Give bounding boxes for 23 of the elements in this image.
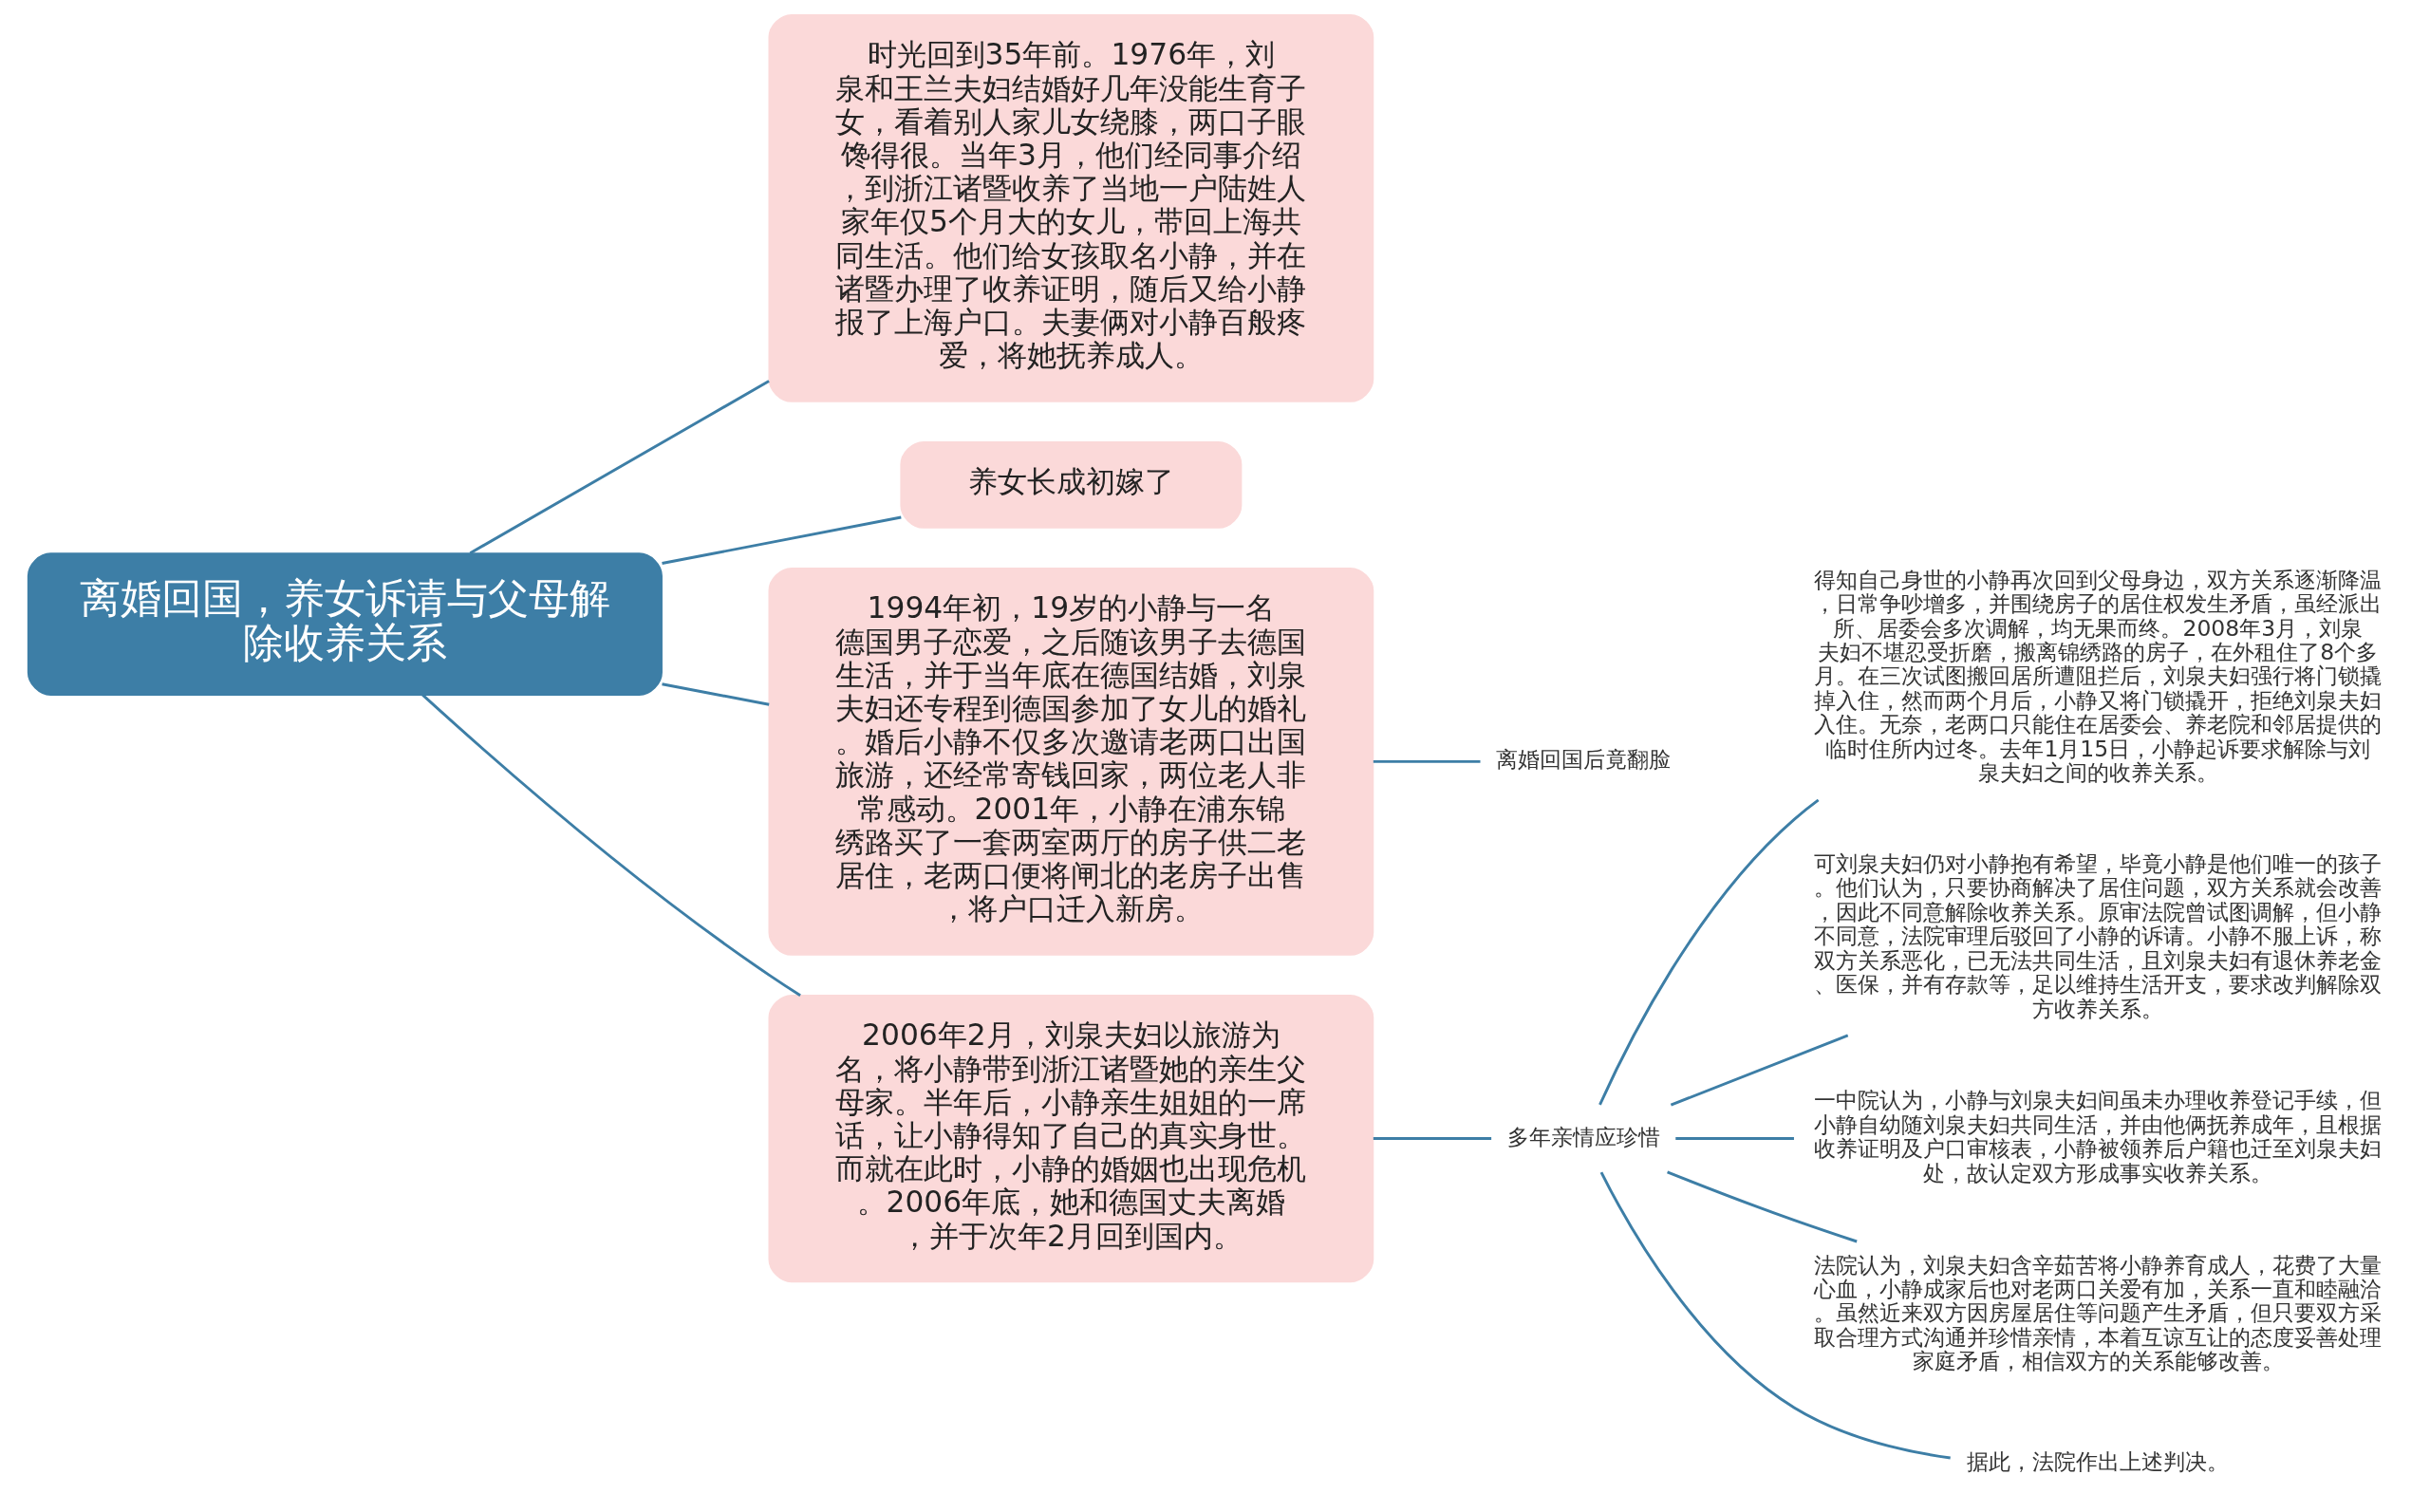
connector xyxy=(1373,759,1481,763)
connector xyxy=(1598,798,1820,1106)
connector xyxy=(1675,1137,1794,1140)
connector xyxy=(662,515,902,565)
node-text: 法院认为，刘泉夫妇含辛茹苦将小静养育成人，花费了大量心血，小静成家后也对老两口关爱有加，关系一直和睦融洽。虽然近来双方因房屋居住等问题产生矛盾，但只要双方采取合理方式沟通并珍惜亲情，本着互谅互让的态度妥善处理家庭矛盾，相信双方的关系能够改善。 xyxy=(1814,1251,2383,1375)
node-box: 养女长成初嫁了 xyxy=(900,440,1243,529)
connector xyxy=(421,694,801,997)
node-text: 得知自己身世的小静再次回到父母身边，双方关系逐渐降温，日常争吵增多，并围绕房子的居住权发生矛盾，虽经派出所、居委会多次调解，均无果而终。2008年3月，刘泉夫妇不堪忍受折磨，搬离锦绣路的房子，在外租住了8个多月。在三次试图搬回居所遭阻拦后，刘泉夫妇强行将门锁撬掉入住，然而两个月后，小静又将门锁撬开，拒绝刘泉夫妇入住。无奈，老两口只能住在居委会、养老院和邻居提供的临时住所内过冬。去年1月15日，小静起诉要求解除与刘泉夫妇之间的收养关系。 xyxy=(1814,566,2383,787)
node-box: 时光回到35年前。1976年，刘泉和王兰夫妇结婚好几年没能生育子女，看着别人家儿女绕膝，两口子眼馋得很。当年3月，他们经同事介绍，到浙江诸暨收养了当地一户陆姓人家年仅5个月大的女儿，带回上海共同生活。他们给女孩取名小静，并在诸暨办理了收养证明，随后又给小静报了上海户口。夫妻俩对小静百般疼爱，将她抚养成人。 xyxy=(768,13,1374,402)
connector xyxy=(1599,1171,1951,1460)
connector xyxy=(662,682,770,706)
node-text: 多年亲情应珍惜 xyxy=(1506,1123,1660,1150)
node-box: 1994年初，19岁的小静与一名德国男子恋爱，之后随该男子去德国生活，并于当年底在德国结婚，刘泉夫妇还专程到德国参加了女儿的婚礼。婚后小静不仅多次邀请老两口出国旅游，还经常寄钱回家，两位老人非常感动。2001年，小静在浦东锦绣路买了一套两室两厅的房子供二老居住，老两口便将闸北的老房子出售，将户口迁入新房。 xyxy=(768,567,1374,956)
node-text: 可刘泉夫妇仍对小静抱有希望，毕竟小静是他们唯一的孩子。他们认为，只要协商解决了居住问题，双方关系就会改善，因此不同意解除收养关系。原审法院曾试图调解，但小静不同意，法院审理后驳回了小静的诉请。小静不服上诉，称双方关系恶化，已无法共同生活，且刘泉夫妇有退休养老金、医保，并有存款等，足以维持生活开支，要求改判解除双方收养关系。 xyxy=(1814,850,2383,1022)
node-text: 离婚回国后竟翻脸 xyxy=(1496,746,1672,774)
node-text: 据此，法院作出上述判决。 xyxy=(1967,1447,2230,1475)
node-text: 一中院认为，小静与刘泉夫妇间虽未办理收养登记手续，但小静自幼随刘泉夫妇共同生活，并由他俩抚养成年，且根据收养证明及户口审核表，小静被领养后户籍也迁至刘泉夫妇处，故认定双方形成事实收养关系。 xyxy=(1814,1087,2383,1186)
node-box: 2006年2月，刘泉夫妇以旅游为名，将小静带到浙江诸暨她的亲生父母家。半年后，小静亲生姐姐的一席话，让小静得知了自己的真实身世。而就在此时，小静的婚姻也出现危机。2006年底，她和德国丈夫离婚，并于次年2月回到国内。 xyxy=(768,994,1374,1283)
connector xyxy=(1373,1137,1492,1140)
connector xyxy=(1670,1034,1849,1107)
connector xyxy=(469,380,770,555)
node-box: 离婚回国，养女诉请与父母解除收养关系 xyxy=(27,552,663,696)
connector xyxy=(1667,1170,1858,1243)
